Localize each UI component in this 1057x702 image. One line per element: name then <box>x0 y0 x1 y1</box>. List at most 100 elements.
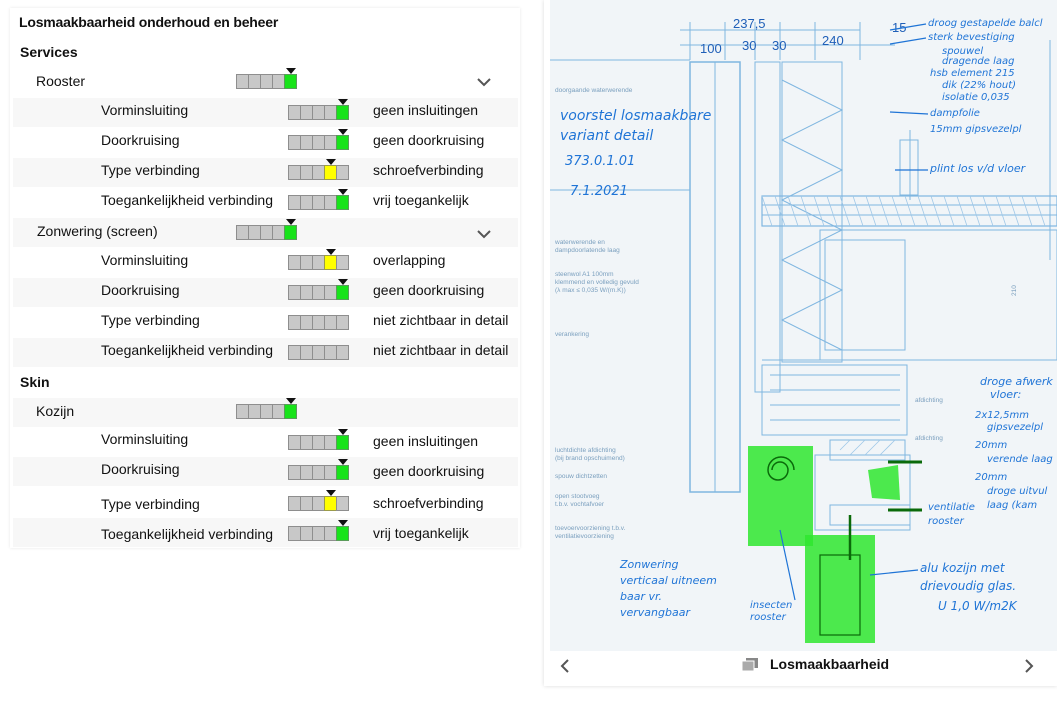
sub-label: Doorkruising <box>101 282 180 298</box>
chevron-down-icon[interactable] <box>476 226 492 242</box>
sub-value: geen doorkruising <box>373 132 485 148</box>
highlighted-components <box>748 446 922 643</box>
handwritten-note: verticaal uitneem <box>620 574 717 587</box>
sub-row: Toegankelijkheid verbinding vrij toegank… <box>13 188 518 217</box>
sub-label: Toegankelijkheid verbinding <box>101 526 274 542</box>
rating-bar <box>288 129 349 150</box>
rating-bar <box>236 398 297 419</box>
rating-bar <box>288 159 349 180</box>
handwritten-note: 20mm <box>975 472 1007 483</box>
rating-segment <box>284 225 297 240</box>
chevron-left-icon[interactable] <box>556 657 574 675</box>
item-row-zonwering[interactable]: Zonwering (screen) <box>13 218 518 247</box>
drawing-viewer: 237,5 100 30 30 240 15 doorgaande waterw… <box>544 0 1057 686</box>
handwritten-note: plint los v/d vloer <box>929 162 1027 175</box>
viewer-title: Losmaakbaarheid <box>770 656 890 672</box>
rating-marker-icon <box>286 398 296 404</box>
handwritten-note: vervangbaar <box>620 606 691 619</box>
svg-text:ventilatievoorziening: ventilatievoorziening <box>555 533 614 540</box>
svg-text:210: 210 <box>1011 285 1018 296</box>
chevron-right-icon[interactable] <box>1020 657 1038 675</box>
handwritten-note: U 1,0 W/m2K <box>938 599 1018 613</box>
item-row-rooster[interactable]: Rooster <box>13 68 518 97</box>
sub-value: geen insluitingen <box>373 433 479 449</box>
rating-segment <box>336 195 349 210</box>
sub-row: Toegankelijkheid verbinding niet zichtba… <box>13 338 518 367</box>
item-label: Kozijn <box>36 403 75 419</box>
rating-marker-icon <box>338 189 348 195</box>
sub-row: Type verbinding schroefverbinding <box>13 488 518 517</box>
rating-segment <box>336 165 349 180</box>
sub-label: Type verbinding <box>101 496 200 512</box>
handwritten-note: verende laag <box>987 454 1053 465</box>
dimension-labels: 237,5 100 30 30 240 15 <box>700 16 906 56</box>
gallery-icon <box>742 658 758 672</box>
handwritten-note: dampfolie <box>930 108 980 119</box>
svg-text:waterwerende en: waterwerende en <box>554 239 605 246</box>
rating-segment <box>336 435 349 450</box>
svg-text:afdichting: afdichting <box>915 397 943 404</box>
rating-marker-icon <box>338 520 348 526</box>
handwritten-note: laag (kam <box>987 500 1037 511</box>
sub-value: overlapping <box>373 252 446 268</box>
category-label: Services <box>20 44 78 60</box>
handwritten-note: insecten <box>750 600 792 611</box>
handwritten-note: voorstel losmaakbare <box>560 108 711 124</box>
handwritten-note: ventilatie <box>928 502 975 513</box>
dim-label: 100 <box>700 41 722 56</box>
handwritten-note: hsb element 215 <box>930 68 1015 79</box>
rating-bar <box>288 99 349 120</box>
rating-bar <box>236 68 297 89</box>
sub-row: Type verbinding niet zichtbaar in detail <box>13 308 518 337</box>
chevron-down-icon[interactable] <box>476 74 492 90</box>
rating-segment <box>336 345 349 360</box>
rating-segment <box>336 526 349 541</box>
handwritten-note: 7.1.2021 <box>570 184 628 199</box>
losmaakbaarheid-panel: Losmaakbaarheid onderhoud en beheer Serv… <box>10 8 520 548</box>
category-row-skin: Skin <box>13 369 518 398</box>
item-label: Rooster <box>36 73 86 89</box>
leader-lines <box>779 23 929 601</box>
handwritten-note: 2x12,5mm <box>975 410 1029 421</box>
handwritten-note: 20mm <box>975 440 1007 451</box>
sub-label: Toegankelijkheid verbinding <box>101 342 274 358</box>
svg-text:(λ max ≤ 0,035 W/(m.K)): (λ max ≤ 0,035 W/(m.K)) <box>555 287 626 294</box>
svg-text:toevoervoorziening t.b.v.: toevoervoorziening t.b.v. <box>555 525 626 532</box>
handwritten-note: dik (22% hout) <box>942 80 1016 91</box>
construction-detail-drawing[interactable]: 237,5 100 30 30 240 15 doorgaande waterw… <box>550 0 1057 651</box>
printed-labels: doorgaande waterwerende waterwerende en … <box>554 87 1018 540</box>
category-row-services: Services <box>13 39 518 68</box>
hatching <box>761 195 1046 456</box>
sub-value: vrij toegankelijk <box>373 192 469 208</box>
rating-segment <box>284 74 297 89</box>
rating-marker-icon <box>326 249 336 255</box>
handwritten-note: spouwel <box>942 46 983 57</box>
technical-lines <box>550 22 1057 531</box>
sub-value: geen doorkruising <box>373 463 485 479</box>
rating-bar <box>288 429 349 450</box>
rating-marker-icon <box>326 159 336 165</box>
svg-text:t.b.v. vochtafvoer: t.b.v. vochtafvoer <box>555 501 605 508</box>
rating-bar <box>288 189 349 210</box>
sub-label: Type verbinding <box>101 312 200 328</box>
sub-label: Type verbinding <box>101 162 200 178</box>
sub-label: Toegankelijkheid verbinding <box>101 192 274 208</box>
handwritten-note: Zonwering <box>619 558 679 571</box>
handwritten-note: rooster <box>928 516 965 527</box>
handwritten-note: 373.0.1.01 <box>565 154 635 169</box>
rating-marker-icon <box>286 68 296 74</box>
rating-marker-icon <box>338 99 348 105</box>
svg-text:steenwol A1 100mm: steenwol A1 100mm <box>555 271 614 278</box>
handwritten-note: alu kozijn met <box>920 561 1006 575</box>
sub-row: Vorminsluiting overlapping <box>13 248 518 277</box>
sub-row: Toegankelijkheid verbinding vrij toegank… <box>13 518 518 547</box>
handwritten-note: 15mm gipsvezelpl <box>930 124 1022 135</box>
rating-segment <box>336 285 349 300</box>
sub-label: Vorminsluiting <box>101 102 189 118</box>
sub-label: Vorminsluiting <box>101 252 189 268</box>
rating-bar <box>288 249 349 270</box>
handwritten-note: drievoudig glas. <box>920 579 1016 593</box>
item-row-kozijn[interactable]: Kozijn <box>13 398 518 427</box>
sub-label: Doorkruising <box>101 461 180 477</box>
svg-text:spouw dichtzetten: spouw dichtzetten <box>555 473 607 480</box>
